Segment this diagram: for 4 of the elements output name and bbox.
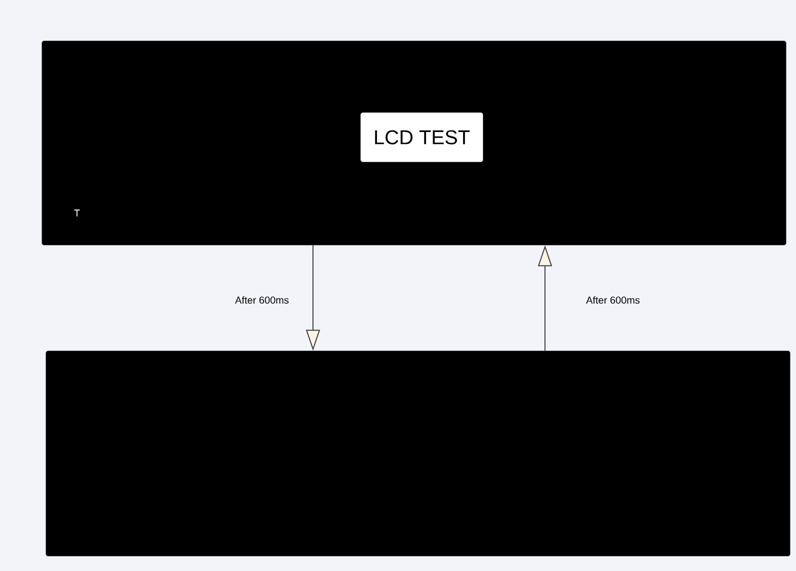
edge-label: After 600ms bbox=[586, 296, 640, 304]
label-box: LCD TEST bbox=[360, 112, 483, 162]
edge-label: After 600ms bbox=[235, 296, 289, 304]
screen-box bbox=[46, 350, 790, 556]
